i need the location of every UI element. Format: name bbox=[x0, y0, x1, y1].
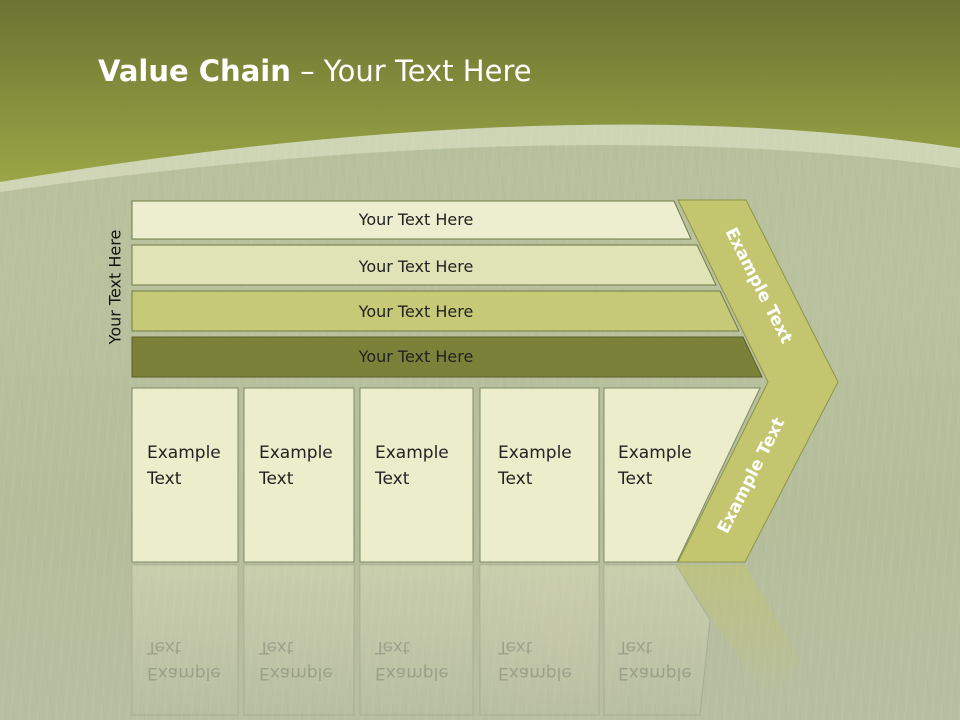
reflection-line: Example bbox=[259, 663, 333, 683]
header-swoosh bbox=[0, 124, 960, 192]
box-1-line1: Example bbox=[147, 443, 221, 463]
box-2 bbox=[243, 387, 355, 563]
box-2-reflection-text: Example Text bbox=[259, 634, 333, 686]
box-3-line2: Text bbox=[375, 469, 410, 489]
box-5-line2: Text bbox=[618, 469, 653, 489]
reflection-group bbox=[131, 564, 800, 716]
reflection-line: Example bbox=[147, 663, 221, 683]
box-4-text: Example Text bbox=[498, 440, 572, 492]
bar-4-label: Your Text Here bbox=[358, 347, 474, 366]
reflection-line: Example bbox=[498, 663, 572, 683]
box-reflection bbox=[131, 564, 239, 716]
box-5 bbox=[603, 387, 761, 563]
bar-1-label: Your Text Here bbox=[358, 210, 474, 229]
header-shape bbox=[0, 0, 960, 182]
box-2-text: Example Text bbox=[259, 440, 333, 492]
box-reflection bbox=[479, 564, 600, 716]
title-bold: Value Chain bbox=[98, 54, 291, 88]
box-4-line2: Text bbox=[498, 469, 533, 489]
box-reflection bbox=[243, 564, 355, 716]
bar-4 bbox=[131, 336, 763, 378]
chevron-arrow bbox=[677, 199, 839, 563]
box-5-reflection-text: Example Text bbox=[618, 634, 692, 686]
reflection-line: Text bbox=[147, 637, 182, 657]
box-1 bbox=[131, 387, 239, 563]
reflection-line: Text bbox=[498, 637, 533, 657]
reflection-line: Example bbox=[618, 663, 692, 683]
box-1-text: Example Text bbox=[147, 440, 221, 492]
box-4-reflection-text: Example Text bbox=[498, 634, 572, 686]
box-2-line2: Text bbox=[259, 469, 294, 489]
bar-2-label: Your Text Here bbox=[358, 257, 474, 276]
box-1-line2: Text bbox=[147, 469, 182, 489]
box-3-line1: Example bbox=[375, 443, 449, 463]
bar-2 bbox=[131, 244, 717, 286]
title-rest: – Your Text Here bbox=[290, 54, 532, 88]
bar-1 bbox=[131, 200, 692, 240]
box-3-text: Example Text bbox=[375, 440, 449, 492]
box-reflection bbox=[359, 564, 474, 716]
box-3-reflection-text: Example Text bbox=[375, 634, 449, 686]
box-4 bbox=[479, 387, 600, 563]
bar-3 bbox=[131, 290, 740, 332]
reflection-line: Text bbox=[375, 637, 410, 657]
box-reflection bbox=[603, 564, 711, 716]
chevron-reflection bbox=[676, 565, 800, 700]
reflection-line: Example bbox=[375, 663, 449, 683]
box-3 bbox=[359, 387, 474, 563]
box-4-line1: Example bbox=[498, 443, 572, 463]
reflection-line: Text bbox=[618, 637, 653, 657]
box-1-reflection-text: Example Text bbox=[147, 634, 221, 686]
box-5-line1: Example bbox=[618, 443, 692, 463]
box-5-text: Example Text bbox=[618, 440, 692, 492]
reflection-line: Text bbox=[259, 637, 294, 657]
box-2-line1: Example bbox=[259, 443, 333, 463]
page-title: Value Chain – Your Text Here bbox=[98, 54, 532, 88]
bar-3-label: Your Text Here bbox=[358, 302, 474, 321]
header-band bbox=[0, 0, 960, 192]
